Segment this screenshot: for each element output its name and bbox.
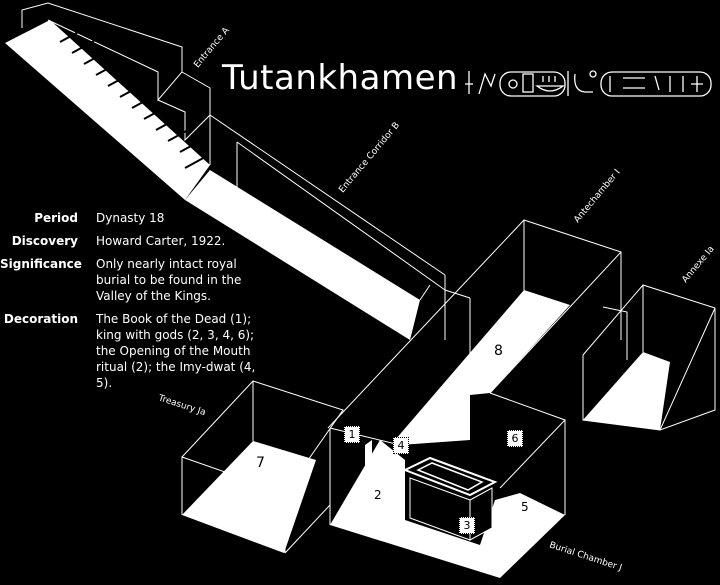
info-label: Period [34, 211, 78, 225]
entrance-stair-block [21, 2, 211, 165]
info-label: Significance [0, 257, 82, 271]
marker-2: 2 [374, 488, 382, 502]
marker-5: 5 [521, 500, 529, 514]
info-value: Dynasty 18 [96, 211, 165, 225]
info-row-discovery: Discovery Howard Carter, 1922. [0, 233, 266, 249]
annexe-floor [583, 352, 670, 430]
burial-floor [330, 440, 565, 578]
marker-7: 7 [256, 455, 265, 471]
burial-chamber [329, 392, 566, 525]
corridor-floor [185, 170, 420, 340]
page-title: Tutankhamen [222, 58, 459, 98]
info-row-period: Period Dynasty 18 [0, 210, 266, 226]
marker-1: 1 [344, 426, 360, 443]
info-value: The Book of the Dead (1); king with gods… [96, 312, 256, 390]
tomb-info-panel: Period Dynasty 18 Discovery Howard Carte… [0, 210, 266, 398]
antechamber [327, 219, 622, 429]
sarcophagus [402, 456, 498, 541]
info-label: Decoration [3, 312, 78, 326]
marker-4: 4 [393, 437, 409, 454]
info-row-significance: Significance Only nearly intact royal bu… [0, 256, 266, 304]
cartouche-hieroglyphs-icon [465, 70, 712, 97]
marker-6: 6 [507, 430, 523, 447]
info-label: Discovery [11, 234, 78, 248]
marker-3: 3 [459, 517, 475, 534]
treasury-floor [182, 441, 316, 553]
entrance-corridor [209, 114, 446, 340]
antechamber-floor [395, 290, 570, 445]
info-value: Only nearly intact royal burial to be fo… [96, 257, 242, 303]
burial-chamber-pillar [365, 440, 372, 505]
marker-8: 8 [494, 343, 503, 359]
info-row-decoration: Decoration The Book of the Dead (1); kin… [0, 311, 266, 391]
stair-steps [59, 29, 208, 169]
info-value: Howard Carter, 1922. [96, 234, 226, 248]
stair-floor [5, 20, 210, 200]
